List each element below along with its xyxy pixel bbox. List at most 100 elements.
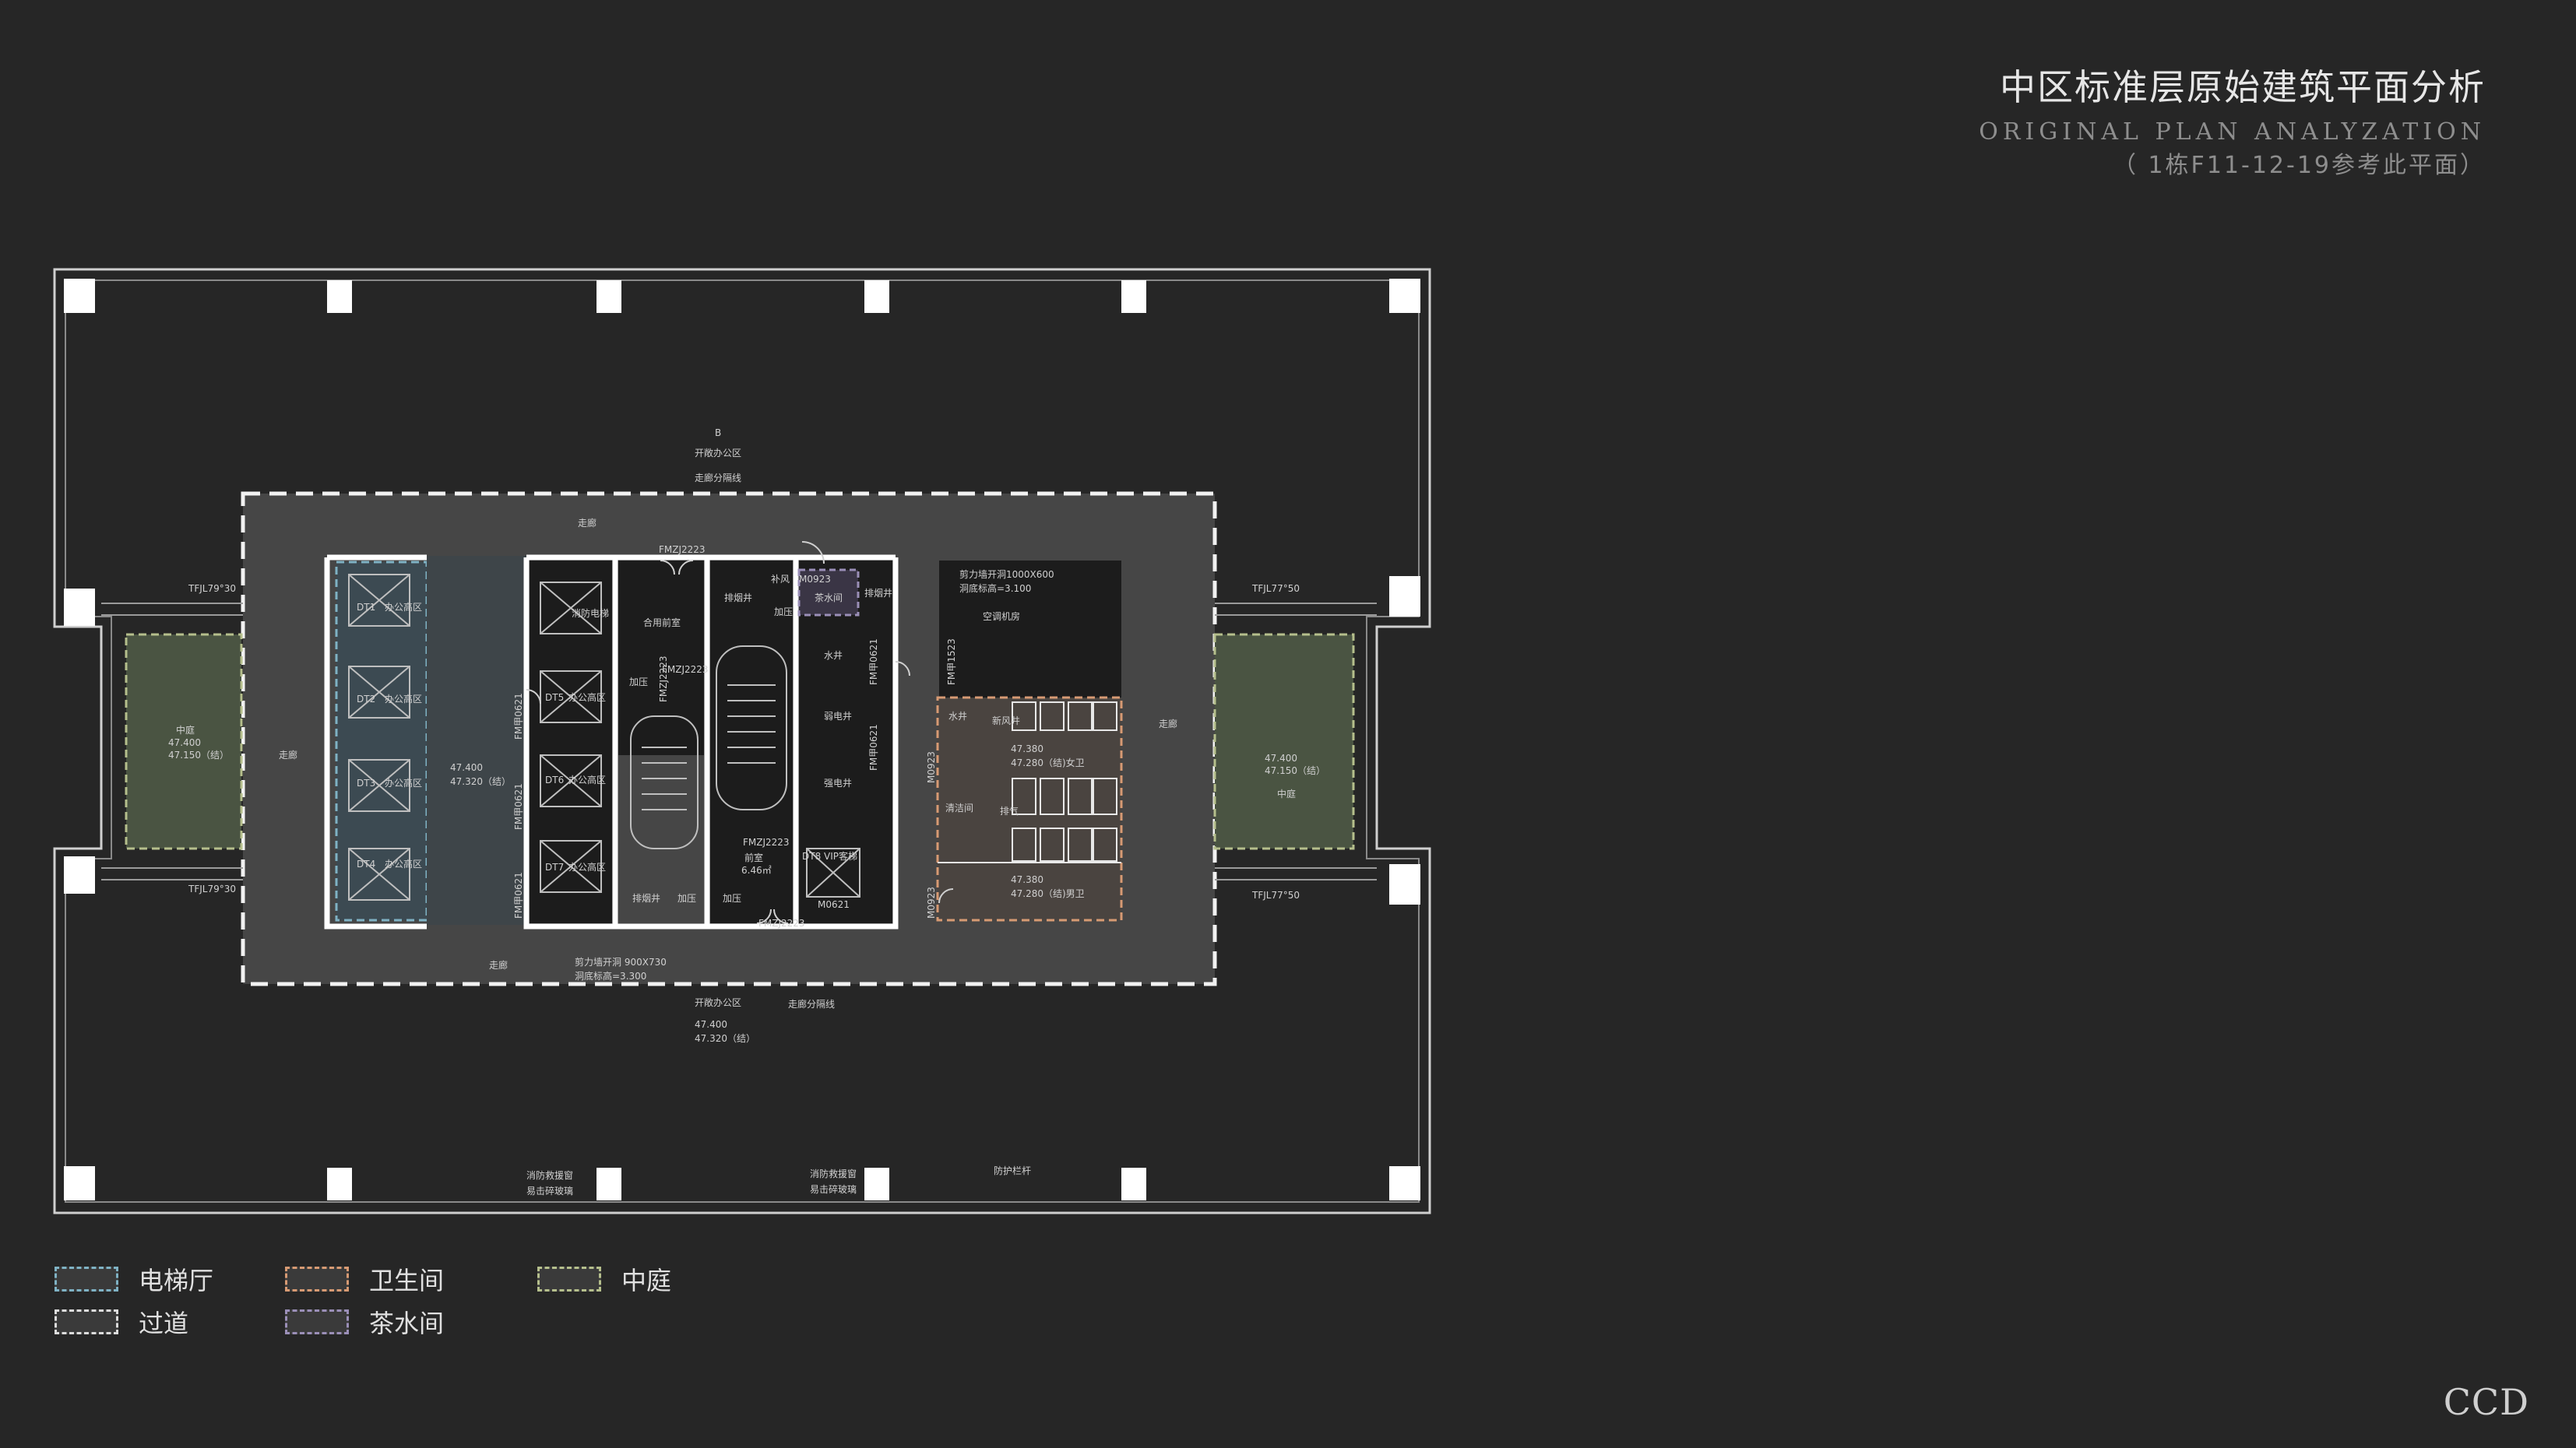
label-dt3: DT3 — [357, 778, 375, 789]
label-office-high-4: 办公高区 — [385, 858, 422, 870]
label-water-shaft: 水井 — [824, 650, 843, 661]
label-tfjl-left-bottom: TFJL79°30 — [188, 884, 236, 894]
legend-swatch-tea-room — [285, 1309, 349, 1334]
legend-tea-room: 茶水间 — [285, 1304, 444, 1340]
legend-atrium: 中庭 — [537, 1261, 671, 1297]
toilet-area — [936, 696, 1123, 922]
label-door-fmzj-v: FMZJ2223 — [658, 655, 669, 702]
label-dt7: DT7 — [545, 862, 564, 873]
label-office-high-2: 办公高区 — [385, 693, 422, 705]
label-door-fmzj-bot2: FMZJ2223 — [758, 918, 805, 929]
label-door-fmzj-bot1: FMZJ2223 — [743, 837, 790, 848]
door-swings — [526, 541, 954, 924]
label-firefighter-glass-1: 易击碎玻璃 — [526, 1185, 573, 1197]
label-door-m0621: M0621 — [818, 899, 850, 910]
label-door-fm0621-4: FM甲0621 — [868, 638, 879, 685]
label-water-shaft-2: 水井 — [948, 711, 967, 722]
label-atrium-right: 中庭 — [1277, 788, 1296, 800]
label-lobby-elev1: 47.400 — [450, 762, 483, 773]
label-pressurize-1: 加压 — [629, 677, 648, 687]
label-corridor-divider-bottom: 走廊分隔线 — [788, 998, 835, 1010]
label-weak-elec: 弱电井 — [824, 711, 852, 722]
legend-passage: 过道 — [55, 1304, 188, 1340]
label-strong-elec: 强电井 — [824, 778, 852, 789]
label-door-fm0621-3: FM甲0621 — [513, 872, 524, 919]
label-shear-wall-2: 剪力墙开洞 900X730 — [575, 956, 667, 968]
label-door-fm0621-1: FM甲0621 — [513, 693, 524, 740]
label-guardrail: 防护栏杆 — [994, 1165, 1031, 1176]
core-rooms — [530, 561, 1121, 923]
label-toilet-f-elev1: 47.380 — [1011, 743, 1043, 754]
label-toilet-f-elev2: 47.280（结)女卫 — [1011, 757, 1085, 768]
label-door-fm1523: FM甲1523 — [946, 638, 957, 685]
elevator-lobby — [335, 561, 428, 922]
label-exhaust-shaft-1: 排烟井 — [724, 592, 752, 603]
label-door-m0923-v2: M0923 — [926, 887, 937, 919]
label-exhaust-tea: 排烟井 — [864, 588, 892, 599]
brand-logo: CCD — [2443, 1381, 2529, 1423]
label-office-high-3: 办公高区 — [385, 777, 422, 789]
label-shared-front-room: 合用前室 — [643, 617, 681, 628]
label-b: B — [715, 427, 721, 438]
label-firefighter-window-1: 消防救援窗 — [526, 1169, 573, 1181]
label-door-m0923-v1: M0923 — [926, 751, 937, 783]
label-toilet-m-elev2: 47.280（结)男卫 — [1011, 888, 1085, 899]
legend-label-tea-room: 茶水间 — [369, 1309, 445, 1338]
label-dt4: DT4 — [357, 859, 375, 870]
label-tfjl-right-top: TFJL77°50 — [1251, 583, 1300, 594]
label-office-high-7: 办公高区 — [568, 861, 606, 873]
legend-swatch-toilet — [285, 1267, 349, 1292]
label-pressurize-4: 加压 — [774, 606, 793, 617]
label-door-fmzj-mid: FMZJ2223 — [662, 664, 709, 675]
label-tfjl-right-bottom: TFJL77°50 — [1251, 890, 1300, 901]
label-elev-bottom-2: 47.320（结） — [695, 1033, 755, 1044]
legend-label-passage: 过道 — [139, 1309, 189, 1338]
tea-room — [797, 568, 860, 617]
label-dt6: DT6 — [545, 775, 564, 786]
label-atrium-right-elev1: 47.400 — [1265, 753, 1297, 764]
page-title: 中区标准层原始建筑平面分析 — [2000, 66, 2486, 108]
label-office-high-6: 办公高区 — [568, 774, 606, 786]
label-dt1: DT1 — [357, 602, 375, 613]
label-open-office-bottom: 开敞办公区 — [695, 996, 741, 1008]
label-front-room: 前室 — [744, 852, 763, 863]
lobby-hall — [427, 556, 526, 925]
label-pressurize-2: 加压 — [677, 893, 696, 904]
legend-swatch-elevator-lobby — [55, 1267, 118, 1292]
label-shear-wall: 剪力墙开洞1000X600 — [959, 568, 1054, 580]
label-corridor-left: 走廊 — [279, 749, 297, 761]
label-door-fm0621-2: FM甲0621 — [513, 783, 524, 830]
elevator-shafts — [348, 574, 860, 901]
title-block: 中区标准层原始建筑平面分析 ORIGINAL PLAN ANALYZATION … — [1979, 64, 2486, 182]
legend-swatch-passage — [55, 1309, 118, 1334]
label-exhaust-toilet: 排气 — [1000, 805, 1019, 817]
atrium-right — [1213, 633, 1355, 850]
label-tfjl-left-top: TFJL79°30 — [188, 583, 236, 594]
toilet-stalls — [938, 701, 1121, 863]
label-corridor-top: 走廊 — [578, 517, 596, 529]
label-janitor: 清洁间 — [945, 803, 973, 814]
label-beam-note-2: 洞底标高=3.300 — [575, 970, 646, 982]
label-vip-elevator: DT8 VIP客梯 — [802, 850, 857, 862]
label-corridor-bottom: 走廊 — [489, 959, 508, 971]
label-exhaust-shaft-2: 排烟井 — [632, 893, 660, 904]
label-front-room-area: 6.46㎡ — [741, 865, 772, 876]
floor-plan: 走廊 走廊 走廊 走廊 B 开敞办公区 走廊分隔线 开敞办公区 走廊分隔线 47… — [53, 268, 1431, 1214]
label-door-fmzj-top: FMZJ2223 — [659, 544, 706, 555]
core-walls — [324, 554, 899, 930]
label-open-office-top: 开敞办公区 — [695, 447, 741, 459]
label-corridor-divider-top: 走廊分隔线 — [695, 472, 741, 483]
label-atrium-left-elev1: 47.400 — [168, 737, 201, 748]
label-dt5: DT5 — [545, 692, 564, 703]
atrium-left — [125, 633, 243, 850]
label-atrium-right-elev2: 47.150（结） — [1265, 765, 1325, 776]
label-fresh-air: 补风 — [771, 574, 790, 585]
label-door-m0923: M0923 — [799, 574, 831, 585]
label-ahu-room: 空调机房 — [983, 610, 1020, 622]
label-dt2: DT2 — [357, 694, 375, 705]
label-corridor-right: 走廊 — [1159, 718, 1177, 729]
label-lobby-elev2: 47.320（结） — [450, 776, 511, 787]
label-toilet-m-elev1: 47.380 — [1011, 874, 1043, 885]
stairs — [630, 645, 787, 849]
label-office-high-5: 办公高区 — [568, 691, 606, 703]
